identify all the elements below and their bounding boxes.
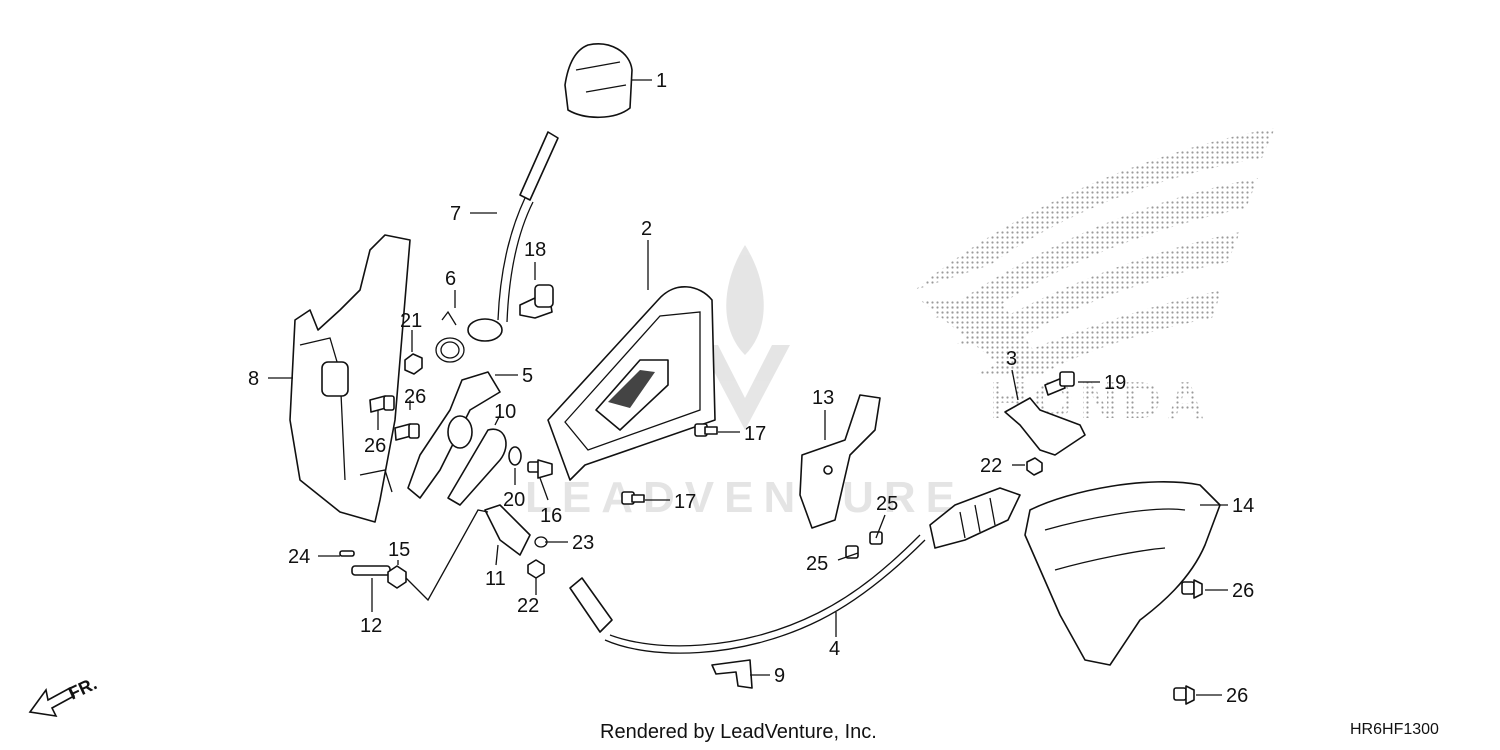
cotter-pin <box>339 550 355 557</box>
callout-2: 2 <box>641 218 652 240</box>
pin <box>351 565 391 576</box>
callout-22b: 22 <box>517 595 539 617</box>
shift-cover <box>547 286 716 481</box>
front-direction-label: FR. <box>65 673 100 703</box>
bolt <box>621 491 645 505</box>
callout-16: 16 <box>540 505 562 527</box>
callout-25b: 25 <box>806 553 828 575</box>
callout-11: 11 <box>485 568 506 590</box>
callout-26a: 26 <box>404 386 426 408</box>
cable-holder <box>484 504 531 556</box>
flange-bolt <box>1181 579 1203 599</box>
callout-23: 23 <box>572 532 594 554</box>
callout-1: 1 <box>656 70 667 92</box>
front-direction-arrow: FR. <box>28 673 100 718</box>
callout-9: 9 <box>774 665 785 687</box>
shift-arm <box>407 371 501 499</box>
callout-5: 5 <box>522 365 533 387</box>
leader-lines <box>268 79 1228 696</box>
cable-end-joint <box>1004 397 1086 456</box>
bolt <box>1044 371 1075 396</box>
callout-25a: 25 <box>876 493 898 515</box>
callout-26d: 26 <box>1226 685 1248 707</box>
callout-20: 20 <box>503 489 525 511</box>
callout-18: 18 <box>524 239 546 261</box>
callout-6: 6 <box>445 268 456 290</box>
callout-24: 24 <box>288 546 310 568</box>
callout-labels: 1 7 18 6 21 8 5 26 26 10 20 16 2 17 17 1… <box>248 70 1254 707</box>
callout-19: 19 <box>1104 372 1126 394</box>
detent-plate <box>447 428 507 506</box>
washer <box>508 446 522 466</box>
callout-15: 15 <box>388 539 410 561</box>
flange-bolt <box>394 423 420 441</box>
callout-3: 3 <box>1006 348 1017 370</box>
callout-10: 10 <box>494 401 516 423</box>
callout-17a: 17 <box>744 423 766 445</box>
callout-8: 8 <box>248 368 259 390</box>
honda-wing-logo <box>915 128 1275 382</box>
cable-bracket <box>799 394 881 529</box>
bolt <box>527 459 553 479</box>
bolt <box>845 545 859 559</box>
heat-guard <box>1024 481 1221 666</box>
rendered-by-credit: Rendered by LeadVenture, Inc. <box>600 721 877 743</box>
callout-12: 12 <box>360 615 382 637</box>
return-spring <box>435 310 465 363</box>
collar <box>387 565 407 589</box>
callout-22a: 22 <box>980 455 1002 477</box>
callout-7: 7 <box>450 203 461 225</box>
nut <box>1026 457 1043 476</box>
flange-nut <box>404 353 423 375</box>
bolt <box>694 423 718 437</box>
callout-17b: 17 <box>674 491 696 513</box>
leadventure-wordmark: LEADVENTURE <box>525 473 965 522</box>
callout-14: 14 <box>1232 495 1254 517</box>
flange-bolt <box>369 395 395 413</box>
callout-26c: 26 <box>1232 580 1254 602</box>
pivot-bolt <box>519 284 554 319</box>
leadventure-watermark <box>700 245 790 430</box>
callout-13: 13 <box>812 387 834 409</box>
shift-lever <box>467 131 559 342</box>
diagram-code: HR6HF1300 <box>1350 721 1439 738</box>
shift-cable <box>569 487 1021 654</box>
nut <box>527 559 545 579</box>
callout-4: 4 <box>829 638 840 660</box>
shift-knob <box>564 43 633 119</box>
shift-bracket <box>289 234 411 523</box>
callout-26b: 26 <box>364 435 386 457</box>
callout-21: 21 <box>400 310 422 332</box>
flange-bolt <box>1173 685 1195 705</box>
retaining-clip <box>711 659 753 689</box>
